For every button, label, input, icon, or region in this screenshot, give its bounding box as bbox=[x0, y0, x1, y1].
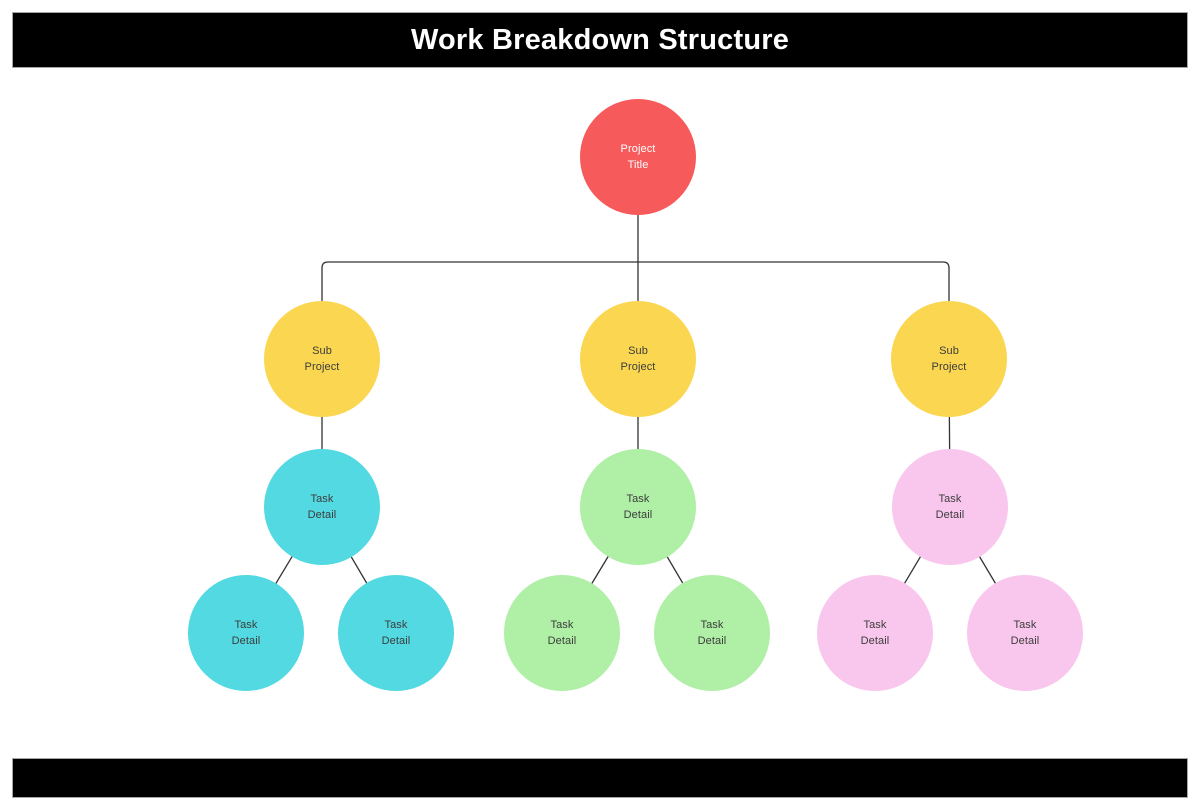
node-task-detail-2a: Task Detail bbox=[504, 575, 620, 691]
node-project-title: Project Title bbox=[580, 99, 696, 215]
node-task-detail-1a: Task Detail bbox=[188, 575, 304, 691]
node-task-detail-2b: Task Detail bbox=[654, 575, 770, 691]
node-task-detail-3a: Task Detail bbox=[817, 575, 933, 691]
node-sub-project-1: Sub Project bbox=[264, 301, 380, 417]
node-sub-project-2: Sub Project bbox=[580, 301, 696, 417]
node-sub-project-3: Sub Project bbox=[891, 301, 1007, 417]
node-task-detail-2: Task Detail bbox=[580, 449, 696, 565]
node-task-detail-3: Task Detail bbox=[892, 449, 1008, 565]
node-task-detail-3b: Task Detail bbox=[967, 575, 1083, 691]
connector-bus bbox=[321, 261, 950, 302]
footer-bar bbox=[12, 758, 1188, 798]
node-task-detail-1b: Task Detail bbox=[338, 575, 454, 691]
page-title: Work Breakdown Structure bbox=[410, 23, 790, 56]
title-bar: Work Breakdown Structure bbox=[12, 12, 1188, 68]
node-task-detail-1: Task Detail bbox=[264, 449, 380, 565]
